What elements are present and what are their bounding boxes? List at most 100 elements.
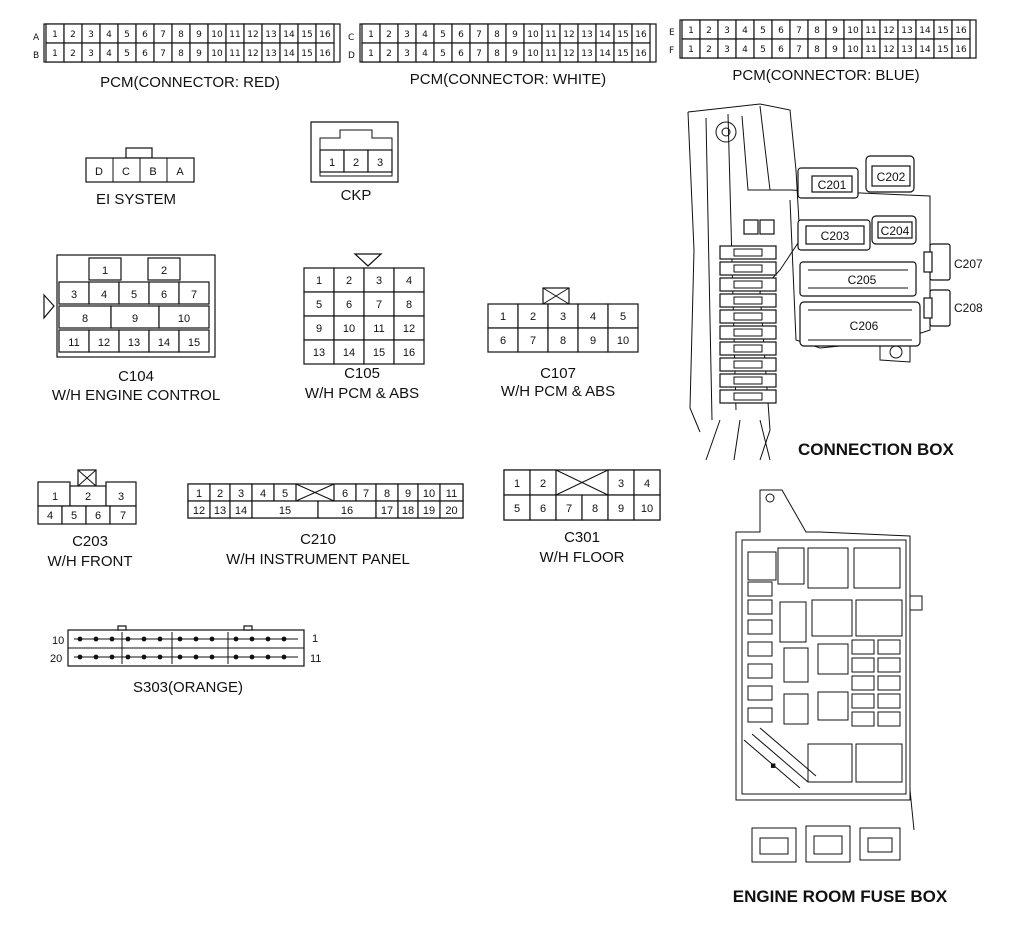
s303-dot	[281, 636, 287, 642]
c203-box-label: C203	[821, 229, 850, 243]
fuse-box-cell	[807, 547, 849, 589]
fuse-slot-inner	[733, 360, 763, 369]
pcm-white-pin-b3: 3	[404, 49, 410, 59]
pcm-red-row-b: B	[33, 51, 39, 61]
c105-label: W/H PCM & ABS	[305, 385, 419, 402]
pcm-blue-pin-a5: 5	[760, 26, 766, 36]
fuse-box-cell	[877, 711, 901, 727]
pcm-white-pin-a14: 14	[599, 30, 611, 40]
c210-pin-9: 9	[405, 488, 411, 500]
c301-pin-5: 5	[514, 503, 520, 515]
c208-label: C208	[954, 301, 983, 315]
pcm-white-pin-b5: 5	[440, 49, 446, 59]
pcm-blue-pin-a15: 15	[937, 26, 948, 36]
c104-pin-15: 15	[188, 337, 200, 349]
fuse-box-cell	[747, 641, 773, 657]
fuse-box-cell	[747, 685, 773, 701]
c301-pin-1: 1	[514, 478, 520, 490]
pcm-white-pin-a4: 4	[422, 30, 428, 40]
pcm-white-row-d: D	[348, 51, 355, 61]
c104-pin-11: 11	[68, 337, 79, 349]
c203-pin-7: 7	[120, 510, 126, 522]
pcm-red-pin-a10: 10	[211, 30, 223, 40]
pcm-blue-pin-a7: 7	[796, 26, 802, 36]
c301-cell	[607, 494, 635, 521]
c105-pin-8: 8	[406, 299, 412, 311]
fuse-box-cell	[851, 639, 875, 655]
s303-right-top: 1	[312, 633, 318, 645]
pcm-red-pin-a16: 16	[319, 30, 331, 40]
fuse-box-cell	[783, 647, 809, 683]
fuse-slot	[719, 245, 777, 260]
c107-pin-2: 2	[530, 311, 536, 323]
pcm-blue-pin-a13: 13	[901, 26, 912, 36]
c105-cell	[363, 315, 395, 341]
c203-label: W/H FRONT	[48, 553, 133, 570]
pcm-blue-pin-a8: 8	[814, 26, 820, 36]
c105-pin-13: 13	[313, 347, 325, 359]
c210-pin-6: 6	[342, 488, 348, 500]
pcm-blue-pin-b4: 4	[742, 45, 748, 55]
pcm-white-pin-b14: 14	[599, 49, 611, 59]
c104-connector: 1 2 3 4 5 6 7 8 9 10 11 12 13 14 15 C104…	[43, 254, 220, 404]
fuse-box-detail	[805, 825, 851, 863]
c203-pin-5: 5	[71, 510, 77, 522]
fuse-slot-inner	[733, 264, 763, 273]
c105-pin-15: 15	[373, 347, 385, 359]
pcm-white-pin-a1: 1	[368, 30, 374, 40]
pcm-red-pin-a3: 3	[88, 30, 94, 40]
c210-pin-7: 7	[363, 488, 369, 500]
fuse-slot-inner	[733, 376, 763, 385]
fuse-box-cell	[851, 693, 875, 709]
c210-pin-14: 14	[235, 505, 247, 517]
fuse-box-cell	[747, 619, 773, 635]
s303-left-top: 10	[52, 635, 64, 647]
c203-pin-4: 4	[47, 510, 53, 522]
c104-pin-14: 14	[158, 337, 170, 349]
c104-pin-9: 9	[132, 313, 138, 325]
pcm-blue-pin-b6: 6	[778, 45, 784, 55]
c107-pin-4: 4	[590, 311, 596, 323]
connection-box-label: CONNECTION BOX	[798, 440, 955, 459]
c201-block: C201	[797, 167, 859, 199]
s303-dot	[109, 654, 115, 660]
pcm-blue-pin-b12: 12	[883, 45, 894, 55]
pcm-blue-pin-a6: 6	[778, 26, 784, 36]
c104-label: W/H ENGINE CONTROL	[52, 387, 220, 404]
pcm-red-pin-b3: 3	[88, 49, 94, 59]
fuse-box-cell	[851, 711, 875, 727]
c107-pin-9: 9	[590, 335, 596, 347]
c210-pin-4: 4	[260, 488, 266, 500]
pcm-white-pin-b16: 16	[635, 49, 647, 59]
pcm-white-pin-b15: 15	[617, 49, 628, 59]
c301-pin-7: 7	[566, 503, 572, 515]
c107-pin-8: 8	[560, 335, 566, 347]
fuse-box-cell	[851, 675, 875, 691]
c105-pin-16: 16	[403, 347, 415, 359]
connection-box-illustration: C201 C202 C203 C204 C205	[687, 103, 983, 461]
pcm-blue-pin-b11: 11	[865, 45, 876, 55]
fuse-box-cell	[779, 601, 807, 643]
c210-pin-13: 13	[214, 505, 226, 517]
fuse-slot	[719, 341, 777, 356]
pcm-red-pin-b16: 16	[319, 49, 331, 59]
pcm-white-pin-b12: 12	[563, 49, 574, 59]
s303-dot	[141, 654, 147, 660]
pcm-blue-pin-a9: 9	[832, 26, 838, 36]
c105-pin-5: 5	[316, 299, 322, 311]
fuse-box-cell	[747, 551, 777, 581]
fuse-box-cell	[817, 691, 849, 721]
s303-right-bottom: 11	[310, 653, 321, 665]
s303-dot	[125, 636, 131, 642]
c105-pin-1: 1	[316, 275, 322, 287]
fuse-box-cell	[877, 693, 901, 709]
ckp-pin-2: 2	[353, 157, 359, 169]
fuse-box-cell	[855, 743, 903, 783]
pcm-white-pin-a10: 10	[527, 30, 539, 40]
c301-label: W/H FLOOR	[540, 549, 625, 566]
